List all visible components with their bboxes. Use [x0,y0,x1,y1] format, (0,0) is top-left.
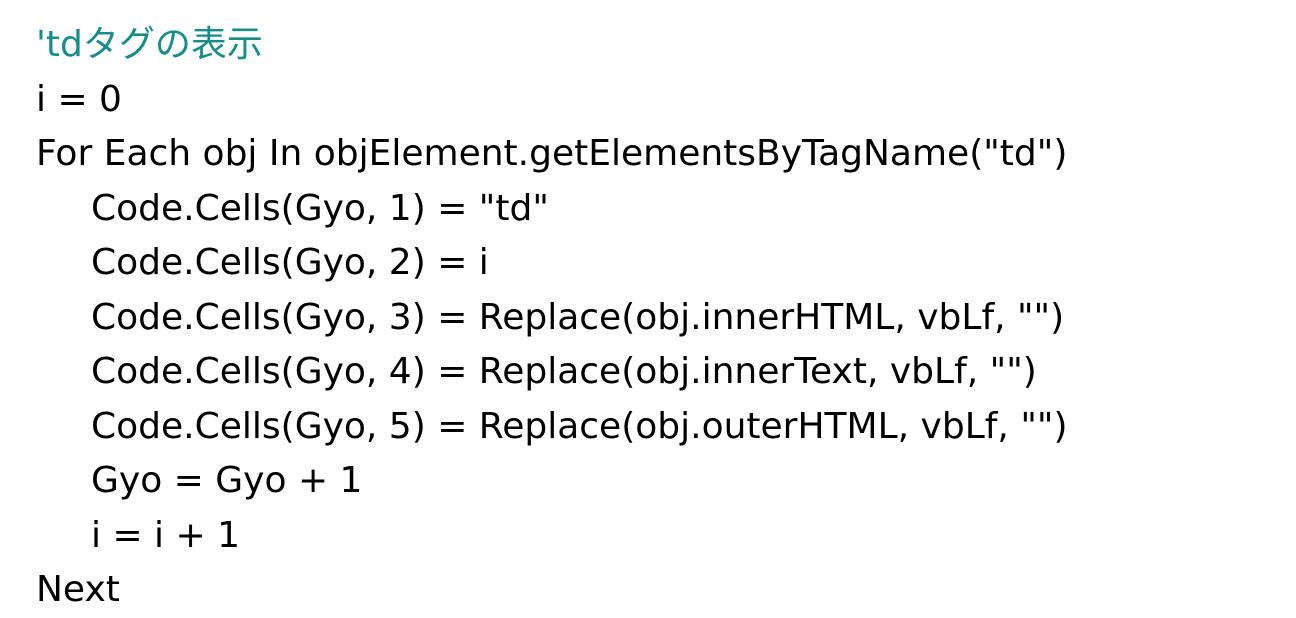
code-line-cell-4: Code.Cells(Gyo, 4) = Replace(obj.innerTe… [91,351,1037,392]
comment-line: 'tdタグの表示 [36,24,263,65]
code-line-for-each: For Each obj In objElement.getElementsBy… [36,133,1068,174]
code-line-cell-2: Code.Cells(Gyo, 2) = i [91,242,489,283]
code-line-cell-5: Code.Cells(Gyo, 5) = Replace(obj.outerHT… [91,405,1068,447]
code-line-i-init: i = 0 [36,78,122,120]
code-line-i-increment: i = i + 1 [91,514,241,556]
code-line-next: Next [36,569,120,610]
code-line-gyo-increment: Gyo = Gyo + 1 [91,460,363,501]
code-line-cell-1: Code.Cells(Gyo, 1) = "td" [91,187,549,229]
code-line-cell-3: Code.Cells(Gyo, 3) = Replace(obj.innerHT… [91,296,1065,338]
